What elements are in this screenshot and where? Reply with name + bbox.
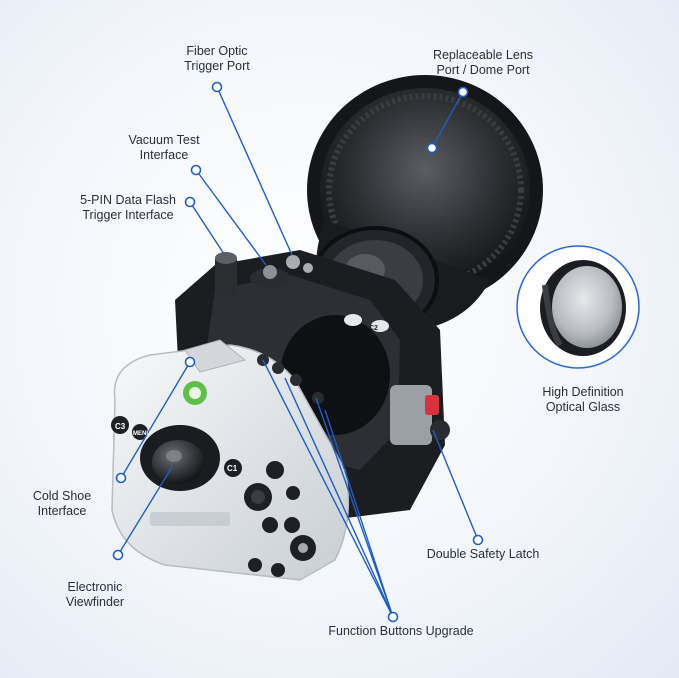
label-replaceable-lens: Replaceable Lens Port / Dome Port: [418, 48, 548, 78]
label-replaceable-lens-line1: Replaceable Lens: [432, 48, 534, 62]
label-cold-shoe: Cold Shoe Interface: [22, 489, 102, 519]
fiber-optic-port: [286, 255, 300, 269]
label-high-definition: High Definition Optical Glass: [525, 385, 641, 415]
top-controls: [215, 252, 389, 332]
marking-c2: C2: [369, 325, 378, 332]
label-function-buttons: Function Buttons Upgrade: [318, 624, 484, 639]
callout-dots: [112, 81, 484, 623]
label-vacuum-test-line1: Vacuum Test: [128, 133, 200, 147]
label-five-pin: 5-PIN Data Flash Trigger Interface: [70, 193, 186, 223]
label-high-definition-line1: High Definition: [542, 385, 624, 399]
leader-lines: [117, 86, 479, 618]
label-fiber-optic-line1: Fiber Optic: [186, 44, 248, 58]
label-cold-shoe-line1: Cold Shoe: [32, 489, 92, 503]
label-function-buttons-line1: Function Buttons Upgrade: [328, 624, 474, 638]
label-cold-shoe-line2: Interface: [37, 504, 87, 518]
five-pin-port: [215, 255, 237, 295]
label-double-latch-line1: Double Safety Latch: [426, 547, 540, 561]
clear-back-housing: [111, 339, 350, 581]
label-five-pin-line1: 5-PIN Data Flash: [80, 193, 176, 207]
marking-c1: C1: [227, 464, 238, 473]
label-double-latch: Double Safety Latch: [420, 547, 546, 562]
optical-glass-detail: [516, 245, 640, 369]
label-vacuum-test: Vacuum Test Interface: [116, 133, 212, 163]
label-electronic-viewfinder-line2: Viewfinder: [65, 595, 125, 609]
label-five-pin-line2: Trigger Interface: [82, 208, 174, 222]
safety-latch: [390, 385, 432, 445]
label-vacuum-test-line2: Interface: [139, 148, 189, 162]
marking-menu: MENU: [133, 431, 151, 437]
label-electronic-viewfinder-line1: Electronic: [67, 580, 123, 594]
label-fiber-optic: Fiber Optic Trigger Port: [165, 44, 269, 74]
label-replaceable-lens-line2: Port / Dome Port: [436, 63, 530, 77]
marking-c3: C3: [115, 422, 126, 431]
label-high-definition-line2: Optical Glass: [545, 400, 621, 414]
label-electronic-viewfinder: Electronic Viewfinder: [50, 580, 140, 610]
cold-shoe: [184, 339, 247, 373]
label-fiber-optic-line2: Trigger Port: [184, 59, 250, 73]
